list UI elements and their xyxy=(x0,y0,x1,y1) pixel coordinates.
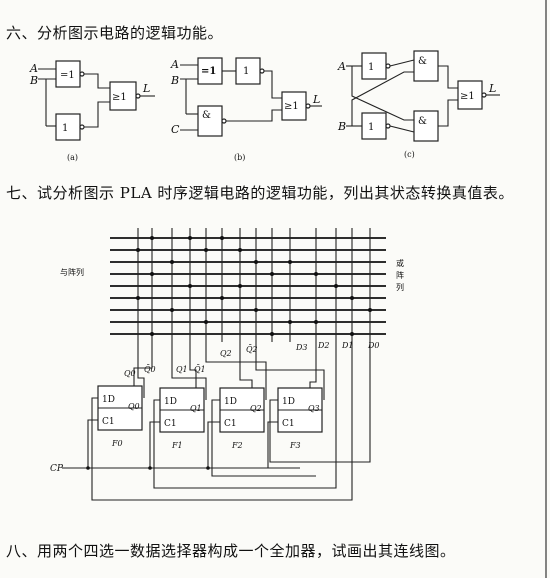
and-gate-label: & xyxy=(202,110,211,121)
input-a-label: A xyxy=(29,62,38,75)
svg-text:Q0: Q0 xyxy=(128,402,140,411)
svg-text:Q1: Q1 xyxy=(190,404,202,413)
input-b-label: B xyxy=(170,74,179,87)
svg-text:C1: C1 xyxy=(102,417,115,427)
not-gate-a xyxy=(361,52,387,80)
svg-text:1D: 1D xyxy=(164,397,177,407)
pla-connection-dots xyxy=(136,236,372,336)
input-b-label: B xyxy=(337,120,346,133)
circuit-b: A B C =1 1 & ≥1 L (b) xyxy=(170,57,322,162)
svg-text:C1: C1 xyxy=(224,419,237,429)
col-q0-bar: Q̄0 xyxy=(144,365,156,374)
pla-array: 与阵列 或 阵 列 xyxy=(60,228,404,342)
and-array-label: 与阵列 xyxy=(60,267,84,277)
col-q1: Q1 xyxy=(176,365,188,374)
ff-name: F1 xyxy=(171,441,183,450)
caption-a: (a) xyxy=(67,153,78,162)
svg-text:1D: 1D xyxy=(102,395,115,405)
not-gate-label: 1 xyxy=(62,123,68,134)
flip-flop-f3: 1D C1 Q3 F3 xyxy=(277,387,323,450)
pla-horizontal-lines xyxy=(110,237,386,335)
xor-gate-label: =1 xyxy=(201,66,216,77)
col-d3: D3 xyxy=(295,343,308,352)
flip-flop-f2: 1D C1 Q2 F2 xyxy=(219,387,265,450)
caption-c: (c) xyxy=(404,150,415,159)
ff-name: F3 xyxy=(289,441,301,450)
col-d0: D0 xyxy=(367,341,380,350)
and-gate xyxy=(197,105,223,137)
svg-text:Q3: Q3 xyxy=(308,404,320,413)
and-gate-1 xyxy=(413,50,439,82)
ff-name: F2 xyxy=(231,441,243,450)
not-gate-label: 1 xyxy=(243,66,249,77)
and-gate-2-label: & xyxy=(418,116,427,127)
not-gate xyxy=(235,57,261,85)
col-d2: D2 xyxy=(317,341,330,350)
col-q2-bar: Q̄2 xyxy=(246,345,258,354)
and-gate-1-label: & xyxy=(418,56,427,67)
or-array-label-2: 阵 xyxy=(396,270,404,280)
col-q2: Q2 xyxy=(220,349,232,358)
svg-text:1D: 1D xyxy=(224,397,237,407)
or-gate xyxy=(457,80,483,110)
svg-text:1D: 1D xyxy=(282,397,295,407)
input-a-label: A xyxy=(170,58,179,71)
clock-label: CP xyxy=(50,464,64,474)
not-gate-b-label: 1 xyxy=(368,122,374,133)
output-l-label: L xyxy=(142,82,150,95)
output-l-label: L xyxy=(488,82,496,95)
svg-text:C1: C1 xyxy=(164,419,177,429)
or-gate xyxy=(109,81,137,111)
not-gate-b xyxy=(361,112,387,140)
or-array-label-1: 或 xyxy=(396,258,404,268)
flip-flop-wiring: CP xyxy=(50,342,371,501)
output-l-label: L xyxy=(312,93,320,106)
xnor-gate-label: =1 xyxy=(60,70,75,81)
svg-text:C1: C1 xyxy=(282,419,295,429)
circuit-a: A B =1 1 ≥1 L (a) xyxy=(29,60,155,162)
question-7-title: 七、试分析图示 PLA 时序逻辑电路的逻辑功能，列出其状态转换真值表。 xyxy=(6,184,514,202)
question-6-title: 六、分析图示电路的逻辑功能。 xyxy=(6,24,224,42)
or-gate-label: ≥1 xyxy=(112,92,127,103)
col-d1: D1 xyxy=(341,341,354,350)
flip-flop-f0: 1D C1 Q0 F0 xyxy=(97,385,143,448)
question-8-title: 八、用两个四选一数据选择器构成一个全加器，试画出其连线图。 xyxy=(6,542,456,560)
or-gate-label: ≥1 xyxy=(284,101,299,112)
col-q1-bar: Q̄1 xyxy=(194,365,206,374)
col-q0: Q0 xyxy=(124,369,136,378)
input-a-label: A xyxy=(337,60,346,73)
or-array-label-3: 列 xyxy=(396,282,404,292)
input-c-label: C xyxy=(171,123,180,136)
pla-column-labels: Q0 Q̄0 Q1 Q̄1 Q2 Q̄2 D3 D2 D1 D0 xyxy=(124,341,380,378)
circuit-c: A B 1 1 & & ≥1 L (c xyxy=(337,50,500,159)
flip-flop-f1: 1D C1 Q1 F1 xyxy=(159,387,205,450)
or-gate-label: ≥1 xyxy=(460,91,475,102)
ff-name: F0 xyxy=(111,439,123,448)
not-gate-a-label: 1 xyxy=(368,62,374,73)
xor-gate xyxy=(197,57,223,85)
caption-b: (b) xyxy=(234,153,245,162)
input-b-label: B xyxy=(29,74,38,87)
svg-text:Q2: Q2 xyxy=(250,404,262,413)
and-gate-2 xyxy=(413,110,439,142)
